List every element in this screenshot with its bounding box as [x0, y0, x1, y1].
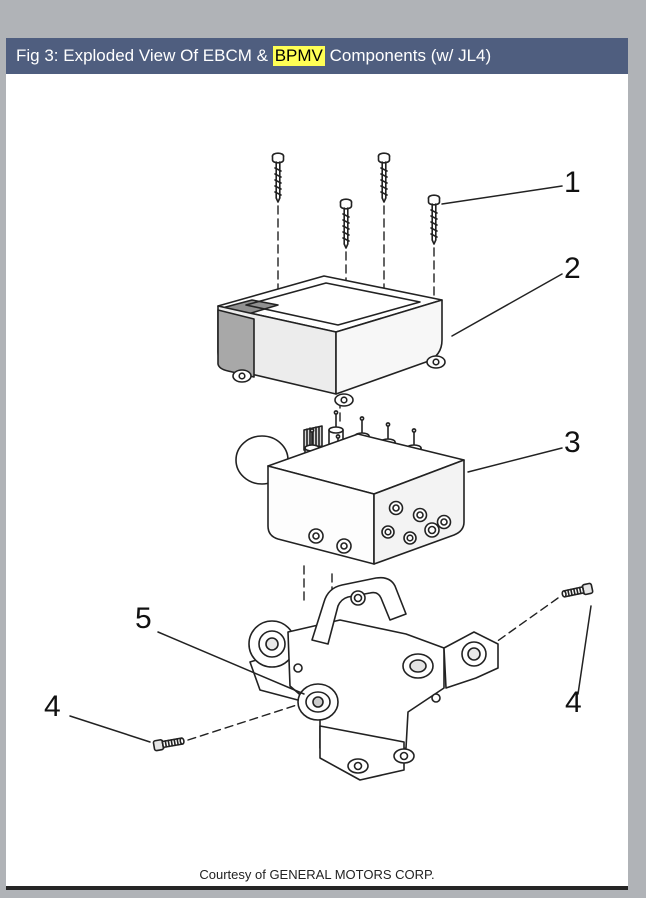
figure-title-bar: Fig 3: Exploded View Of EBCM & BPMV Comp… [6, 38, 628, 74]
callout-label-5: 5 [135, 602, 152, 635]
figure-window: Fig 3: Exploded View Of EBCM & BPMV Comp… [6, 38, 628, 890]
figure-title-highlight: BPMV [272, 46, 325, 66]
callout-label-4-right: 4 [565, 686, 582, 719]
figure-title-suffix: Components (w/ JL4) [324, 46, 492, 65]
bpmv-valve-body [235, 410, 465, 565]
bolt-left [152, 735, 186, 752]
courtesy-text: Courtesy of GENERAL MOTORS CORP. [199, 867, 435, 882]
mounting-bracket [248, 576, 499, 781]
ebcm-module [217, 275, 446, 407]
callout-label-4-left: 4 [44, 690, 61, 723]
callout-leader-lines [69, 185, 592, 743]
window-bottom-edge [6, 886, 628, 890]
exploded-view-diagram [69, 152, 594, 781]
mounting-screws [271, 152, 441, 249]
figure-title-prefix: Fig 3: Exploded View Of EBCM & [16, 46, 273, 65]
callout-label-2: 2 [564, 252, 581, 285]
callout-label-1: 1 [564, 166, 581, 199]
figure-content: 1 2 3 4 4 5 Courtesy of GENERAL MOTORS C… [6, 74, 628, 886]
callout-label-3: 3 [564, 426, 581, 459]
bolt-right [560, 582, 594, 600]
